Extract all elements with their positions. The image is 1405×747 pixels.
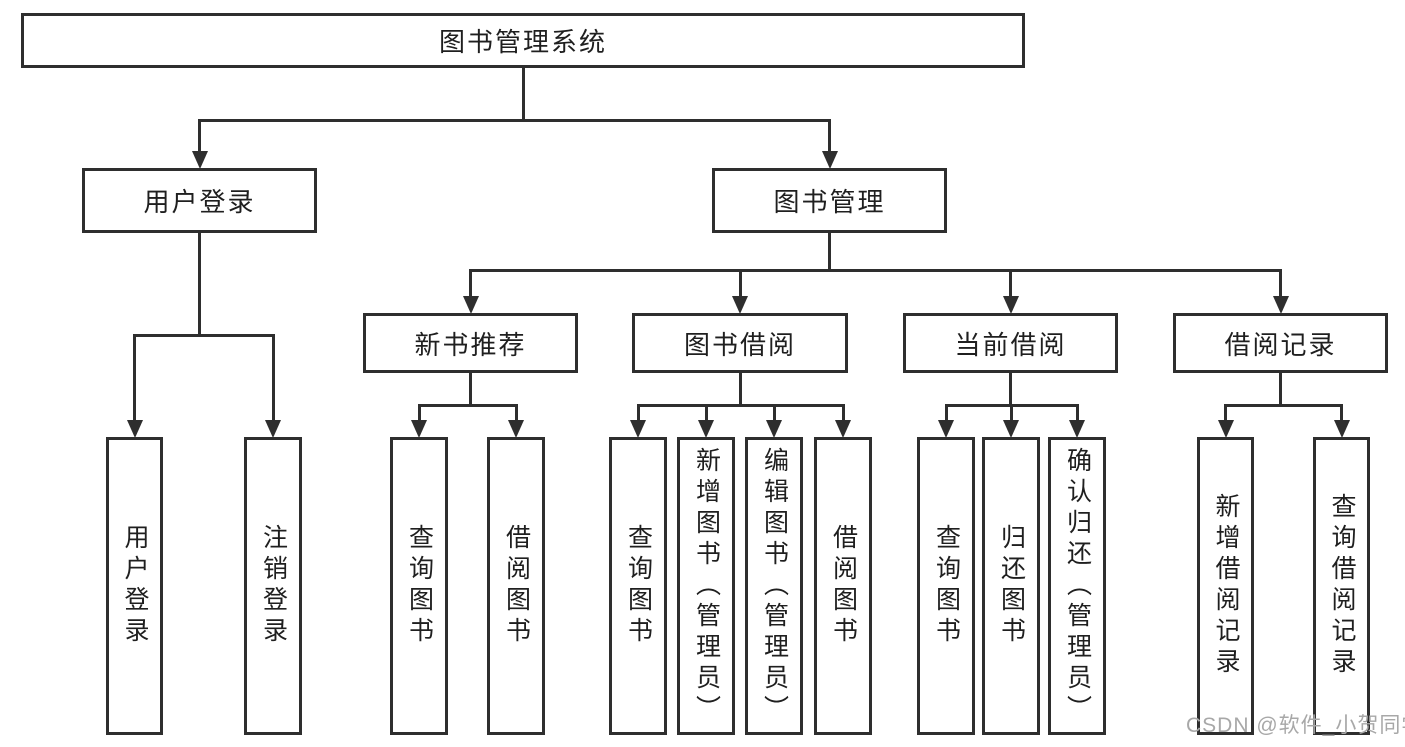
- node-label: 用户登录: [121, 524, 149, 648]
- arrow-down-icon: [265, 420, 281, 438]
- node-logout: 注销登录: [244, 437, 302, 735]
- arrow-down-icon: [411, 420, 427, 438]
- arrow-down-icon: [835, 420, 851, 438]
- node-label: 当前借阅: [954, 329, 1067, 360]
- connector-line: [704, 405, 708, 421]
- arrow-down-icon: [1002, 296, 1019, 314]
- connector-line: [772, 405, 776, 421]
- node-bb-query: 查询图书: [609, 437, 667, 735]
- arrow-down-icon: [1003, 420, 1019, 438]
- connector-line: [738, 270, 742, 297]
- node-new-book-rec: 新书推荐: [363, 313, 578, 373]
- arrow-down-icon: [1069, 420, 1085, 438]
- connector-line: [636, 403, 845, 407]
- node-label: 归还图书: [997, 524, 1026, 648]
- arrow-down-icon: [732, 296, 748, 314]
- node-root: 图书管理系统: [21, 13, 1025, 68]
- arrow-down-icon: [508, 420, 524, 438]
- connector-line: [944, 405, 948, 421]
- arrow-down-icon: [191, 151, 208, 169]
- node-book-mgmt: 图书管理: [712, 168, 947, 233]
- connector-line: [469, 268, 1282, 272]
- arrow-down-icon: [126, 420, 143, 438]
- node-label: 查询借阅记录: [1328, 493, 1356, 679]
- node-label: 新增图书（管理员）: [692, 446, 721, 726]
- connector-line: [198, 233, 201, 337]
- connector-line: [198, 118, 831, 122]
- arrow-down-icon: [938, 420, 954, 438]
- connector-line: [521, 68, 525, 122]
- connector-line: [1224, 405, 1227, 421]
- node-label: 借阅图书: [829, 524, 858, 648]
- node-bb-borrow: 借阅图书: [814, 437, 872, 735]
- connector-line: [133, 333, 275, 337]
- node-label: 借阅图书: [502, 524, 531, 648]
- connector-line: [1224, 403, 1343, 407]
- connector-line: [514, 405, 518, 421]
- arrow-down-icon: [630, 420, 646, 438]
- arrow-down-icon: [698, 420, 714, 438]
- arrow-down-icon: [1272, 296, 1289, 314]
- connector-line: [469, 270, 472, 297]
- connector-line: [1009, 373, 1012, 407]
- node-label: 确认归还（管理员）: [1063, 446, 1092, 726]
- connector-line: [636, 405, 640, 421]
- connector-line: [271, 335, 275, 421]
- node-label: 编辑图书（管理员）: [760, 446, 789, 726]
- node-label: 查询图书: [624, 524, 653, 648]
- node-cb-confirm: 确认归还（管理员）: [1048, 437, 1106, 735]
- node-label: 查询图书: [932, 524, 961, 648]
- connector-line: [1279, 270, 1282, 297]
- node-br-add: 新增借阅记录: [1197, 437, 1254, 735]
- connector-line: [828, 120, 831, 152]
- node-book-borrow: 图书借阅: [632, 313, 848, 373]
- node-nbr-query: 查询图书: [390, 437, 448, 735]
- node-br-query: 查询借阅记录: [1313, 437, 1370, 735]
- connector-line: [738, 373, 742, 407]
- arrow-down-icon: [1217, 420, 1234, 438]
- connector-line: [1009, 270, 1012, 297]
- arrow-down-icon: [462, 296, 479, 314]
- arrow-down-icon: [821, 151, 838, 169]
- connector-line: [1075, 405, 1079, 421]
- node-label: 注销登录: [259, 524, 288, 648]
- connector-line: [1279, 373, 1282, 407]
- connector-line: [1009, 405, 1013, 421]
- node-nbr-borrow: 借阅图书: [487, 437, 545, 735]
- connector-line: [1340, 405, 1343, 421]
- node-label: 新增借阅记录: [1212, 493, 1240, 679]
- node-cb-query: 查询图书: [917, 437, 975, 735]
- node-login: 用户登录: [106, 437, 163, 735]
- node-label: 新书推荐: [414, 329, 527, 360]
- connector-line: [417, 405, 421, 421]
- connector-line: [133, 335, 136, 421]
- watermark: CSDN @软件_小贺同学: [1186, 714, 1405, 737]
- node-bb-add: 新增图书（管理员）: [677, 437, 735, 735]
- node-borrow-records: 借阅记录: [1173, 313, 1388, 373]
- node-label: 用户登录: [143, 187, 256, 217]
- node-label: 查询图书: [405, 524, 434, 648]
- connector-line: [198, 120, 201, 152]
- node-label: 图书管理: [773, 187, 886, 217]
- node-user-login: 用户登录: [82, 168, 317, 233]
- arrow-down-icon: [766, 420, 782, 438]
- node-cb-return: 归还图书: [982, 437, 1040, 735]
- connector-line: [828, 233, 831, 272]
- node-label: 图书借阅: [683, 329, 796, 360]
- connector-line: [841, 405, 845, 421]
- connector-line: [417, 403, 518, 407]
- node-label: 借阅记录: [1224, 329, 1337, 360]
- arrow-down-icon: [1333, 420, 1350, 438]
- node-current-borrow: 当前借阅: [903, 313, 1118, 373]
- node-label: 图书管理系统: [438, 27, 607, 57]
- connector-line: [469, 373, 472, 407]
- node-bb-edit: 编辑图书（管理员）: [745, 437, 803, 735]
